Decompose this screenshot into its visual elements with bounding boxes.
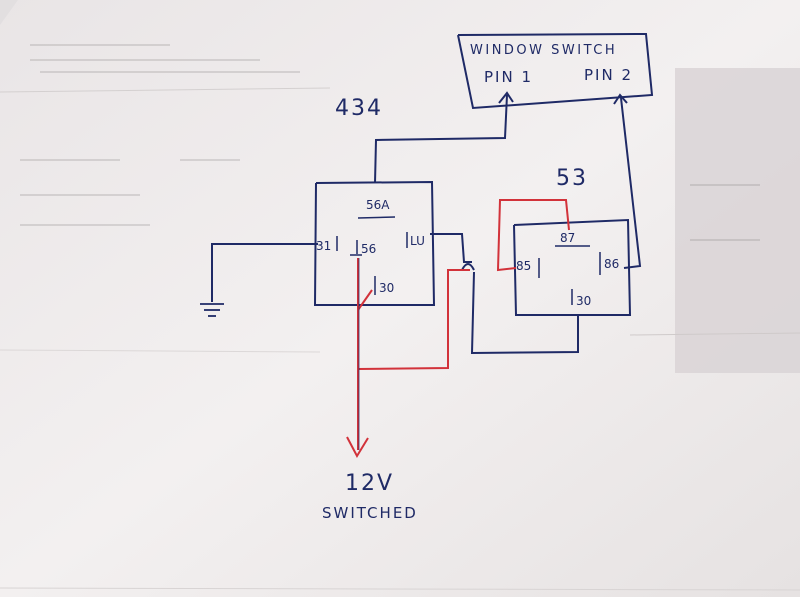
wire-12v-to-85 [357, 269, 470, 370]
relay1-pin-56a: 56A [366, 198, 390, 212]
relay2-id-label: 53 [556, 166, 588, 191]
relay-1: 56A 31 56 LU 30 [313, 180, 436, 306]
relay1-pin-31: 31 [316, 239, 331, 253]
wire-lu-to-relay2-30 [430, 233, 472, 263]
arrow-pin1 [498, 91, 514, 104]
ground-symbol [200, 303, 224, 317]
relay1-pin-lu: LU [410, 234, 425, 248]
relay1-pin-30: 30 [379, 281, 394, 295]
wire-86-to-pin2 [620, 97, 642, 269]
window-switch-title: WINDOW SWITCH [470, 43, 617, 58]
wire-30-feed [357, 289, 373, 311]
relay2-pin-30: 30 [576, 294, 591, 308]
arrow-pin2 [613, 93, 628, 105]
window-switch-pin2-label: PIN 2 [584, 66, 633, 84]
relay2-pin-85: 85 [516, 259, 531, 273]
relay2-pin-86: 86 [604, 257, 619, 271]
window-switch: WINDOW SWITCH PIN 1 PIN 2 [457, 32, 654, 110]
wire-87-loop [496, 199, 570, 272]
supply-type-label: SWITCHED [322, 504, 418, 522]
red-wires [346, 199, 570, 459]
window-switch-pin1-label: PIN 1 [484, 68, 533, 86]
arrow-12v [346, 436, 369, 459]
blue-wires [211, 91, 642, 355]
supply-voltage-label: 12V [345, 471, 394, 496]
relay1-pin-56: 56 [361, 242, 376, 256]
relay2-pin-87: 87 [560, 231, 575, 245]
relay1-id-label: 434 [335, 96, 383, 121]
wire-56a-to-pin1 [374, 94, 508, 184]
wire-31-to-ground [211, 243, 318, 302]
relay-2: 87 85 86 30 [513, 218, 632, 316]
